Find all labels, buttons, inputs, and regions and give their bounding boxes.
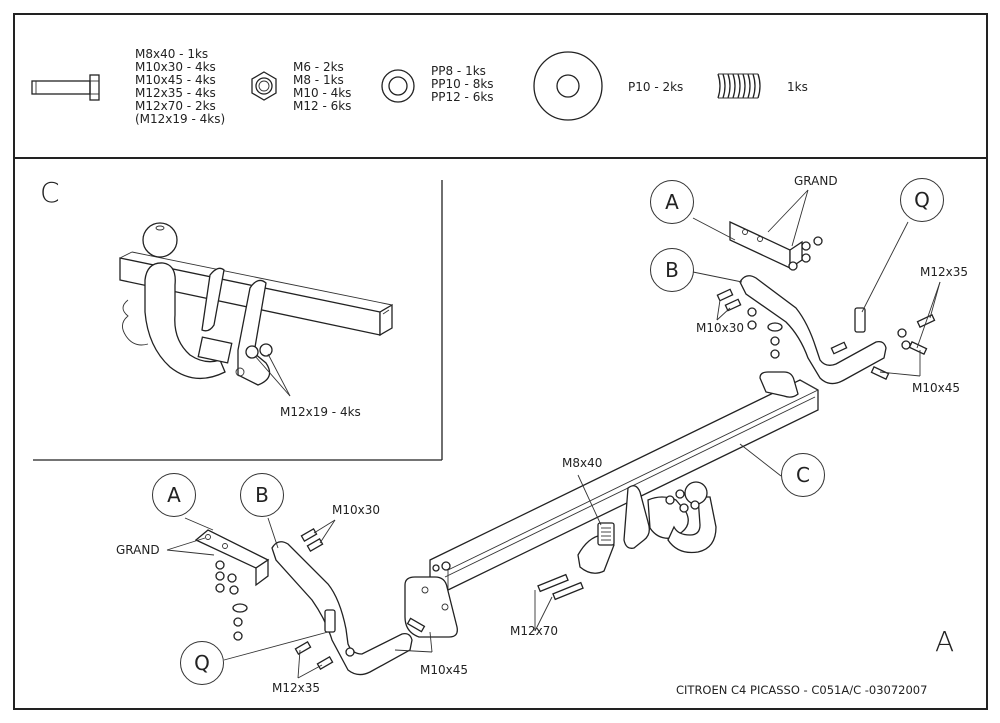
bolt-list: M8x40 - 1ks M10x30 - 4ks M10x45 - 4ks M1… xyxy=(135,48,225,126)
callout-q-left: Q xyxy=(180,641,224,685)
nut-spec: M10 - 4ks xyxy=(293,86,352,100)
detail-c-towbar-drawing xyxy=(119,222,393,397)
nut-list: M6 - 2ks M8 - 1ks M10 - 4ks M12 - 6ks xyxy=(293,61,351,113)
spring-spec: 1ks xyxy=(787,80,808,94)
m10x30-label-left: M10x30 xyxy=(332,503,380,517)
bolt-spec: M10x45 - 4ks xyxy=(135,73,216,87)
m8x40-label: M8x40 xyxy=(562,456,603,470)
bolt-spec: M12x70 - 2ks xyxy=(135,99,216,113)
nut-spec: M6 - 2ks xyxy=(293,60,344,74)
callout-b-left: B xyxy=(240,473,284,517)
detail-c-border xyxy=(33,180,443,461)
nut-spec: M8 - 1ks xyxy=(293,73,344,87)
legend-divider xyxy=(13,157,988,159)
m12x35-label-left: M12x35 xyxy=(272,681,320,695)
flat-washer-spec: P10 - 2ks xyxy=(628,80,684,94)
spring-washer-icon xyxy=(381,69,415,103)
detail-view-title: C xyxy=(40,176,60,209)
grand-label-left: GRAND xyxy=(116,543,160,557)
leader-lines xyxy=(166,189,941,679)
callout-c: C xyxy=(781,453,825,497)
bolt-spec: (M12x19 - 4ks) xyxy=(135,112,226,126)
washer-spec: PP10 - 8ks xyxy=(431,77,494,91)
washer-spec: PP8 - 1ks xyxy=(431,64,486,78)
flat-washer-icon xyxy=(533,51,603,121)
m12x70-label: M12x70 xyxy=(510,624,558,638)
bolt-spec: M8x40 - 1ks xyxy=(135,47,209,61)
detail-bolt-label: M12x19 - 4ks xyxy=(280,405,361,419)
hex-nut-icon xyxy=(251,71,277,101)
m10x30-label-right: M10x30 xyxy=(696,321,744,335)
m10x45-label-right: M10x45 xyxy=(912,381,960,395)
bolt-spec: M12x35 - 4ks xyxy=(135,86,216,100)
washer-spec: PP12 - 6ks xyxy=(431,90,494,104)
bolt-icon xyxy=(31,74,100,101)
callout-b-right: B xyxy=(650,248,694,292)
callout-a-right: A xyxy=(650,180,694,224)
drawing-frame xyxy=(13,13,988,710)
bolt-spec: M10x30 - 4ks xyxy=(135,60,216,74)
nut-spec: M12 - 6ks xyxy=(293,99,352,113)
title-block: CITROEN C4 PICASSO - C051A/C -03072007 xyxy=(676,683,928,697)
main-view-letter: A xyxy=(935,625,955,658)
main-crossbar-drawing xyxy=(194,220,936,676)
spring-washer-list: PP8 - 1ks PP10 - 8ks PP12 - 6ks xyxy=(431,65,494,104)
m10x45-label-left: M10x45 xyxy=(420,663,468,677)
spring-icon xyxy=(717,73,761,99)
callout-a-left: A xyxy=(152,473,196,517)
callout-q-right: Q xyxy=(900,178,944,222)
m12x35-label-right: M12x35 xyxy=(920,265,968,279)
grand-label-right: GRAND xyxy=(794,174,838,188)
